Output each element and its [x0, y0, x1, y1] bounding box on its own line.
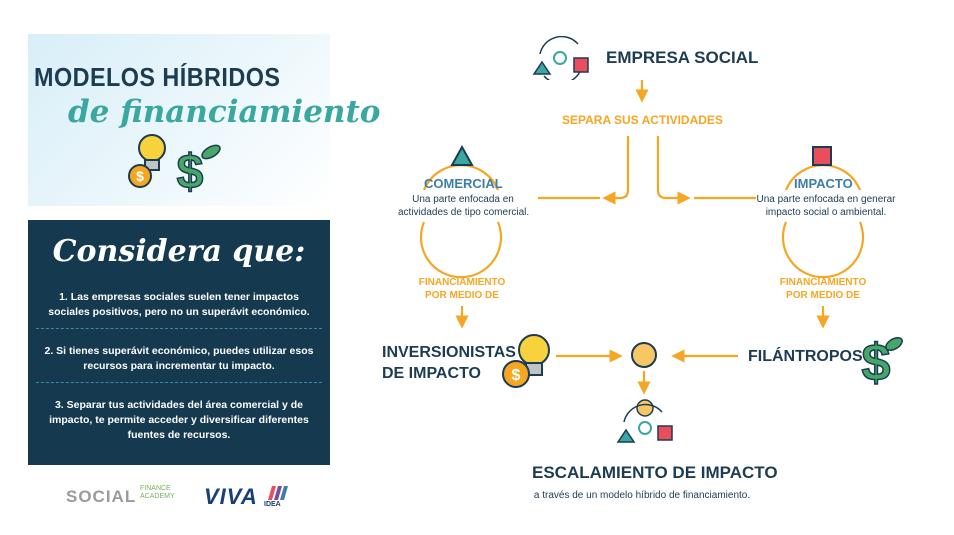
consider-point-2: 2. Si tienes superávit económico, puedes… [44, 344, 314, 374]
dashed-divider [36, 328, 322, 329]
fin-left-line-2: POR MEDIO DE [425, 290, 499, 301]
square-icon [812, 146, 832, 166]
point-1-line-1: 1. Las empresas sociales suelen tener im… [59, 291, 299, 303]
impacto-title: IMPACTO [794, 176, 853, 191]
impacto-desc-2: impacto social o ambiental. [765, 207, 887, 218]
comercial-desc-1: Una parte enfocada en [412, 194, 514, 205]
inversionistas-line-1: INVERSIONISTAS [382, 344, 516, 361]
coin-dollar-glyph: $ [512, 367, 521, 384]
lightbulb-icon [138, 134, 166, 171]
escalamiento-icon [616, 399, 673, 443]
fin-left-line-1: FINANCIAMIENTO [418, 277, 506, 288]
finance-academy-text: FINANCE ACADEMY [140, 485, 175, 501]
fin-right-line-1: FINANCIAMIENTO [779, 277, 867, 288]
arrow-to-impacto [656, 136, 691, 205]
inversionistas-line-2: DE IMPACTO [382, 365, 481, 382]
title-card: MODELOS HÍBRIDOS de financiamiento $ $ [28, 34, 380, 206]
financiamiento-left: FINANCIAMIENTO POR MEDIO DE [414, 276, 510, 302]
point-2-line-1: 2. Si tienes superávit económico, puedes… [44, 345, 314, 357]
point-1-line-2: sociales positivos, pero no un superávit… [48, 306, 310, 318]
filantropos-label: FILÁNTROPOS [748, 348, 863, 365]
svg-text:$: $ [136, 168, 144, 184]
title-main: MODELOS HÍBRIDOS [34, 62, 281, 92]
bulb-coin-dollar-illustration: $ $ [128, 134, 221, 198]
merge-node [631, 342, 657, 368]
point-3-line-1: 3. Separar tus actividades del área come… [54, 399, 304, 411]
point-3-line-2: impacto, te permite acceder y diversific… [49, 414, 309, 426]
point-2-line-2: recursos para incrementar tu impacto. [83, 360, 275, 372]
consider-heading: Considera que: [52, 234, 306, 269]
consider-point-3: 3. Separar tus actividades del área come… [44, 398, 314, 443]
triangle-icon [450, 145, 474, 166]
impacto-circle-outline [781, 221, 865, 279]
dollar-glyph: $ [862, 334, 891, 386]
dollar-plant-icon: $ [176, 144, 221, 198]
fin-right-line-2: POR MEDIO DE [786, 290, 860, 301]
consider-point-1: 1. Las empresas sociales suelen tener im… [44, 290, 314, 320]
comercial-circle-outline [419, 221, 503, 279]
separa-label: SEPARA SUS ACTIVIDADES [562, 113, 723, 127]
escalamiento-subtitle: a través de un modelo híbrido de financi… [533, 490, 751, 501]
bulb-coin-icon: $ [502, 334, 550, 388]
viva-stripes-icon [268, 486, 288, 500]
impacto-description: Una parte enfocada en generar impacto so… [756, 193, 896, 219]
financiamiento-right: FINANCIAMIENTO POR MEDIO DE [775, 276, 871, 302]
viva-logo: VIVA [204, 484, 258, 509]
svg-text:$: $ [177, 146, 204, 198]
impacto-desc-1: Una parte enfocada en generar [756, 194, 896, 205]
dollar-plant-icon: $ [861, 333, 903, 386]
dashed-divider [36, 382, 322, 383]
empresa-social-label: EMPRESA SOCIAL [606, 48, 759, 67]
social-finance-logo: SOCIAL [66, 487, 137, 506]
point-3-line-3: fuentes de recursos. [127, 429, 231, 441]
arrow-to-comercial [602, 136, 630, 205]
title-script: de financiamiento [68, 94, 381, 130]
coin-icon: $ [128, 164, 152, 188]
logo-sub-2: ACADEMY [140, 493, 175, 500]
logo-sub-1: FINANCE [140, 485, 171, 492]
empresa-social-icon [532, 36, 589, 80]
comercial-desc-2: actividades de tipo comercial. [398, 207, 530, 218]
consider-card: Considera que: 1. Las empresas sociales … [28, 220, 330, 465]
escalamiento-label: ESCALAMIENTO DE IMPACTO [532, 463, 778, 482]
comercial-description: Una parte enfocada en actividades de tip… [398, 193, 530, 219]
inversionistas-label: INVERSIONISTAS DE IMPACTO [382, 342, 516, 384]
comercial-title: COMERCIAL [424, 176, 503, 191]
idea-logo-text: IDEA [264, 501, 281, 508]
